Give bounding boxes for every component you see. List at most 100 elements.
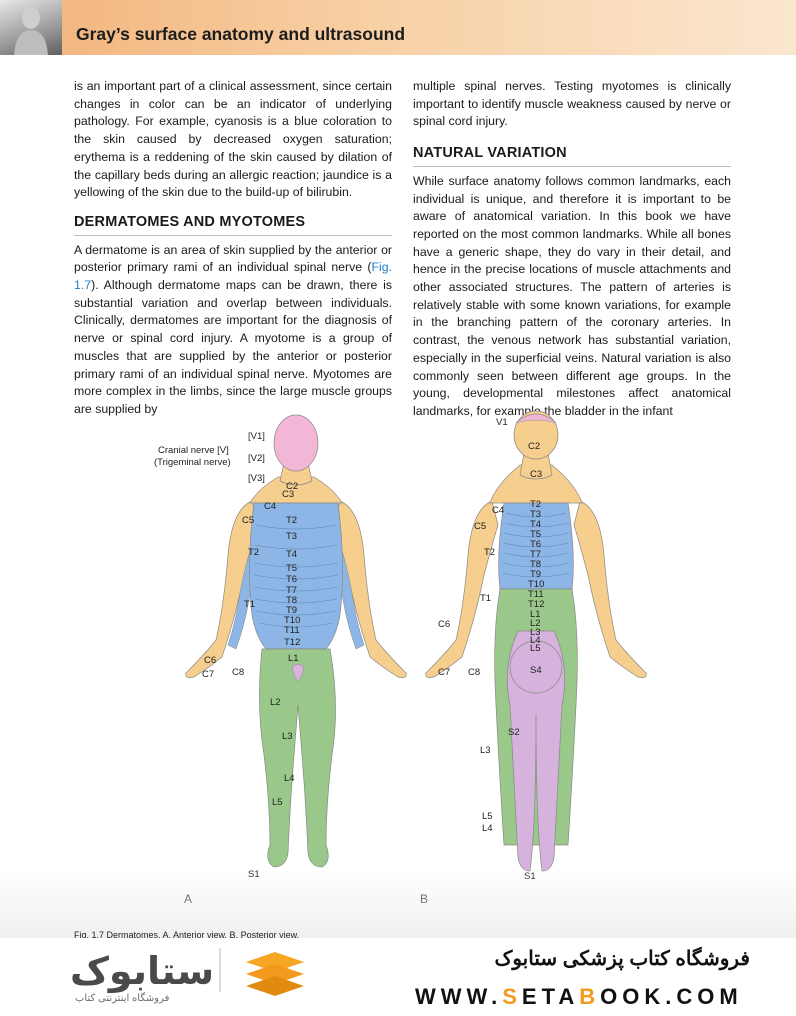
label-l3-post: L3: [530, 627, 541, 638]
label-l4: L4: [284, 773, 295, 784]
right-paragraph-2: While surface anatomy follows common lan…: [413, 173, 731, 418]
url-part: WWW.: [415, 984, 503, 1009]
label-l5-leg-post: L5: [482, 811, 493, 822]
posterior-body: [425, 410, 647, 872]
label-c3: C3: [282, 489, 294, 500]
label-l4-leg-post: L4: [482, 823, 493, 834]
posterior-labels: V1 C2 C3 T2 T3 T4 T5 T6 T7 T8 T9 T10 T11…: [420, 417, 544, 906]
label-c3-post: C3: [530, 469, 542, 480]
label-t2-post: T2: [530, 499, 541, 510]
cranial-nerve-label: Cranial nerve [V]: [158, 445, 229, 456]
label-t7: T7: [286, 585, 297, 596]
posterior-arm-right: [573, 500, 647, 678]
anterior-body: [185, 414, 407, 868]
right-column: multiple spinal nerves. Testing myotomes…: [413, 78, 731, 421]
label-l3: L3: [282, 731, 293, 742]
anterior-genital-region: [291, 663, 305, 682]
label-l5: L5: [272, 797, 283, 808]
label-t3: T3: [286, 531, 297, 542]
header-figure-icon: [14, 7, 48, 55]
label-c7: C7: [202, 669, 214, 680]
label-t9-post: T9: [530, 569, 541, 580]
label-t12-post: T12: [528, 599, 544, 610]
url-highlight: S: [502, 984, 522, 1009]
label-c5: C5: [242, 515, 254, 526]
label-s2-post: S2: [508, 727, 520, 738]
label-s4-post: S4: [530, 665, 542, 676]
label-t11-post: T11: [528, 589, 544, 600]
posterior-head: [513, 410, 559, 460]
anterior-thoracic-lines: [253, 524, 339, 628]
section-heading-dermatomes: DERMATOMES AND MYOTOMES: [74, 214, 392, 236]
left-column: is an important part of a clinical asses…: [74, 78, 392, 419]
posterior-shoulders: [489, 464, 583, 504]
dermatome-illustration: Cranial nerve [V] (Trigeminal nerve) [V1…: [154, 410, 647, 906]
label-t12: T12: [284, 637, 300, 648]
posterior-sacral: [506, 630, 566, 872]
label-t10: T10: [284, 615, 300, 626]
label-c8-post: C8: [468, 667, 480, 678]
label-t6-post: T6: [530, 539, 541, 550]
left-paragraph-1: is an important part of a clinical asses…: [74, 79, 392, 200]
label-t6: T6: [286, 574, 297, 585]
posterior-arm-left: [425, 500, 499, 678]
anterior-shoulders: [249, 476, 343, 504]
label-l1: L1: [288, 653, 299, 664]
label-t5-post: T5: [530, 529, 541, 540]
logo-text: ستابوک: [70, 949, 214, 993]
label-c7-post: C7: [438, 667, 450, 678]
label-t2-arm: T2: [248, 547, 259, 558]
label-t4-post: T4: [530, 519, 541, 530]
figure-link[interactable]: Fig. 1.7: [74, 260, 392, 293]
label-l4-post: L4: [530, 635, 541, 646]
label-c6: C6: [204, 655, 216, 666]
label-t9: T9: [286, 605, 297, 616]
label-v1: [V1]: [248, 431, 265, 442]
label-v1-post: V1: [496, 417, 508, 428]
website-url[interactable]: WWW.SETABOOK.COM: [415, 984, 743, 1010]
store-watermark: ستابوک فروشگاه اینترنتی کتاب فروشگاه کتا…: [0, 938, 796, 1016]
anterior-head: [273, 414, 319, 472]
setabook-logo: ستابوک: [70, 948, 221, 993]
posterior-buttocks: [509, 640, 563, 694]
label-t1-post: T1: [480, 593, 491, 604]
logo-subtitle: فروشگاه اینترنتی کتاب: [75, 993, 170, 1004]
label-l2: L2: [270, 697, 281, 708]
left-paragraph-2: A dermatome is an area of skin supplied …: [74, 242, 392, 419]
running-title: Gray’s surface anatomy and ultrasound: [76, 24, 406, 44]
label-l1-post: L1: [530, 609, 541, 620]
dermatome-figure: Cranial nerve [V] (Trigeminal nerve) [V1…: [140, 405, 700, 906]
label-t8: T8: [286, 595, 297, 606]
label-l5-post: L5: [530, 643, 541, 654]
anterior-legs: [259, 648, 336, 868]
label-t2: T2: [286, 515, 297, 526]
posterior-neck: [519, 452, 553, 480]
label-c8: C8: [232, 667, 244, 678]
label-c6-post: C6: [438, 619, 450, 630]
label-l3-leg-post: L3: [480, 745, 491, 756]
label-t4: T4: [286, 549, 297, 560]
url-part: OOK.COM: [600, 984, 743, 1009]
label-c4: C4: [264, 501, 276, 512]
label-t8-post: T8: [530, 559, 541, 570]
label-l2-post: L2: [530, 618, 541, 629]
right-paragraph-1: multiple spinal nerves. Testing myotomes…: [413, 79, 731, 129]
para-text: ). Although dermatome maps can be drawn,…: [74, 278, 392, 416]
posterior-thoracic-lines: [502, 512, 570, 578]
label-c5-post: C5: [474, 521, 486, 532]
label-t10-post: T10: [528, 579, 544, 590]
label-t1: T1: [244, 599, 255, 610]
store-name: فروشگاه کتاب پزشکی ستابوک: [494, 948, 750, 970]
section-heading-variation: NATURAL VARIATION: [413, 145, 731, 167]
label-t3-post: T3: [530, 509, 541, 520]
url-part: ETA: [521, 984, 580, 1009]
label-c2: C2: [286, 481, 298, 492]
para-text: A dermatome is an area of skin supplied …: [74, 242, 392, 275]
url-highlight: B: [579, 984, 601, 1009]
figure-caption: Fig. 1.7 Dermatomes. A, Anterior view. B…: [74, 930, 300, 938]
label-c2-post: C2: [528, 441, 540, 452]
label-v3: [V3]: [248, 473, 265, 484]
books-stack-icon: [246, 952, 304, 996]
label-t11: T11: [284, 625, 300, 636]
posterior-head-top: [515, 413, 557, 424]
